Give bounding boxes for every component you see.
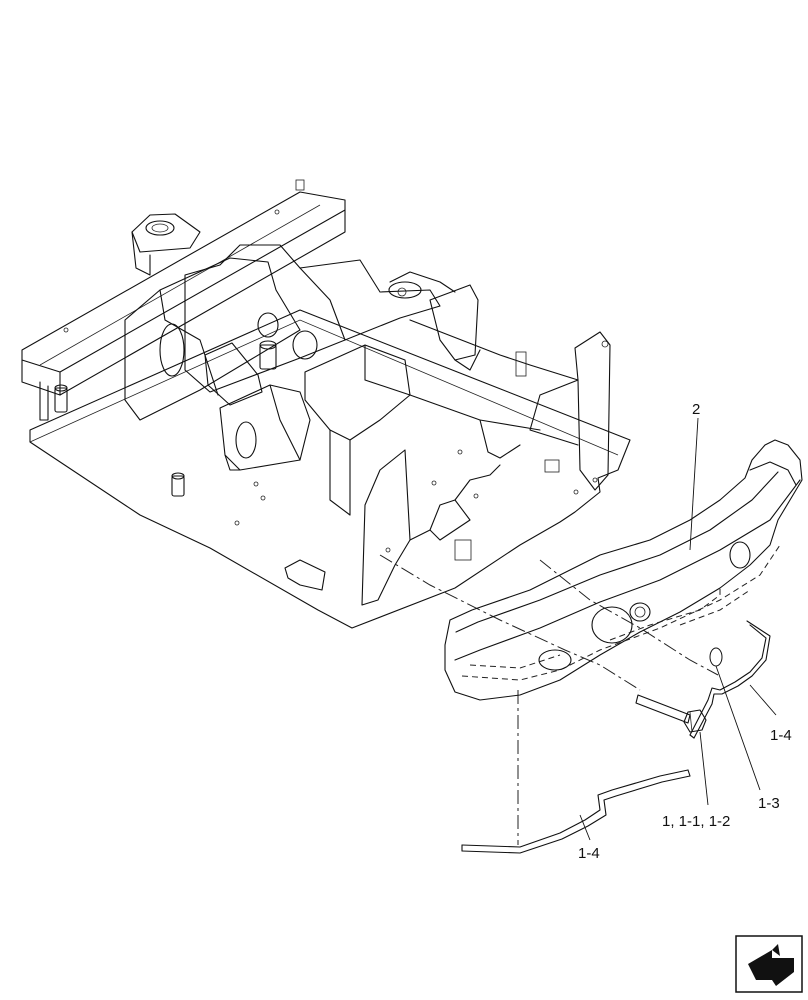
callout-part-2: 2 — [692, 401, 700, 418]
next-page-arrow-icon[interactable] — [735, 935, 803, 993]
leader-lines — [579, 417, 777, 841]
bolt-and-washer — [635, 647, 723, 733]
rod-upper — [689, 620, 771, 739]
callout-part-1-group: 1, 1-1, 1-2 — [662, 813, 730, 830]
callout-part-1-4-upper: 1-4 — [770, 727, 792, 744]
rod-lower — [461, 769, 691, 854]
callout-part-1-4-lower: 1-4 — [578, 845, 600, 862]
counterweight — [444, 439, 803, 701]
callout-part-1-3: 1-3 — [758, 795, 780, 812]
assembly-center-lines — [379, 554, 719, 845]
frame-bolts — [54, 209, 598, 553]
main-frame — [21, 179, 631, 629]
